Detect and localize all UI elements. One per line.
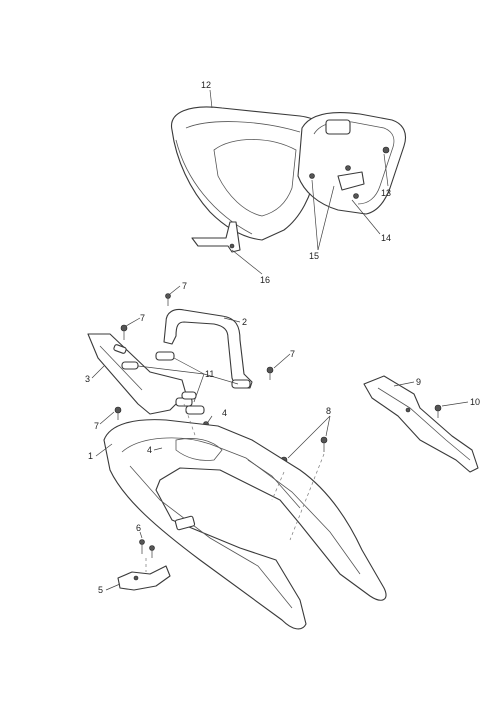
callout-15: 15 xyxy=(309,251,319,261)
callout-5: 5 xyxy=(98,585,103,595)
callout-7-b: 7 xyxy=(140,313,145,323)
callout-7-d: 7 xyxy=(94,421,99,431)
callout-2: 2 xyxy=(242,317,247,327)
seat-part xyxy=(171,106,323,241)
side-rail-part xyxy=(87,333,187,415)
callout-13: 13 xyxy=(381,188,391,198)
callout-labels: 12 13 14 15 16 7 7 7 7 2 3 11 4 4 1 8 9 … xyxy=(85,80,480,595)
callout-1: 1 xyxy=(88,451,93,461)
leader-lines xyxy=(91,89,469,591)
tail-bracket-part xyxy=(363,375,479,473)
seat-bracket-part xyxy=(191,221,241,253)
lower-bracket-part xyxy=(117,565,171,591)
assembly-lines xyxy=(145,403,325,572)
rubber-pads xyxy=(121,351,251,415)
callout-3: 3 xyxy=(85,374,90,384)
seat-cowl-part xyxy=(297,111,407,215)
callout-6: 6 xyxy=(136,523,141,533)
callout-11: 11 xyxy=(205,369,214,379)
callout-16: 16 xyxy=(260,275,270,285)
callout-14: 14 xyxy=(381,233,391,243)
callout-4-a: 4 xyxy=(222,408,227,418)
rear-body-panel xyxy=(103,419,387,630)
callout-12: 12 xyxy=(201,80,211,90)
callout-7-c: 7 xyxy=(290,349,295,359)
callout-10: 10 xyxy=(470,397,480,407)
callout-7-a: 7 xyxy=(182,281,187,291)
callout-8: 8 xyxy=(326,406,331,416)
callout-9: 9 xyxy=(416,377,421,387)
callout-4-b: 4 xyxy=(147,445,152,455)
